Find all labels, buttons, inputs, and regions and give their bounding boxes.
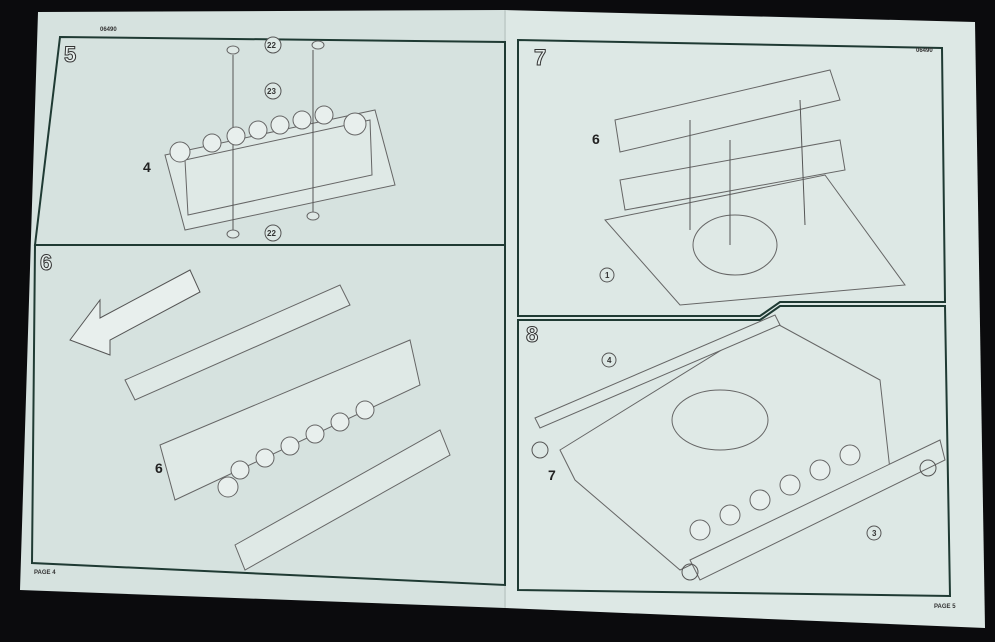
tracks-assembly-drawing — [69, 269, 451, 571]
svg-text:1: 1 — [605, 271, 610, 280]
callout-3: 3 — [866, 525, 882, 541]
svg-text:22: 22 — [267, 41, 276, 50]
panel-step-7 — [517, 38, 947, 317]
part-label-6: 6 — [155, 460, 163, 476]
callout-1: 1 — [599, 267, 615, 283]
catalog-number-left: 06490 — [100, 27, 117, 33]
page-number-right: PAGE 5 — [934, 604, 956, 610]
svg-text:3: 3 — [872, 529, 877, 538]
page-number-left: PAGE 4 — [34, 570, 56, 576]
panel-step-8 — [517, 305, 952, 598]
step-number-6: 6 — [40, 250, 52, 275]
panel-step-6 — [30, 244, 506, 587]
callout-22-top: 22 — [264, 36, 282, 54]
svg-text:23: 23 — [267, 87, 276, 96]
hull-tracks-drawing-step-7 — [604, 69, 906, 306]
hull-assembly-drawing-step-8 — [531, 314, 946, 581]
part-label-7: 7 — [548, 467, 556, 483]
callout-22-bottom: 22 — [264, 224, 282, 242]
part-label-4: 4 — [143, 159, 151, 175]
chassis-drawing-step-5 — [164, 40, 396, 239]
step-number-5: 5 — [64, 42, 76, 67]
step-number-8: 8 — [526, 322, 538, 347]
catalog-number-right: 06490 — [916, 48, 933, 54]
svg-text:4: 4 — [607, 356, 612, 365]
callout-4: 4 — [601, 352, 617, 368]
step-number-7: 7 — [534, 45, 546, 70]
callout-23: 23 — [264, 82, 282, 100]
svg-text:22: 22 — [267, 229, 276, 238]
part-label-6-step-7: 6 — [592, 131, 600, 147]
